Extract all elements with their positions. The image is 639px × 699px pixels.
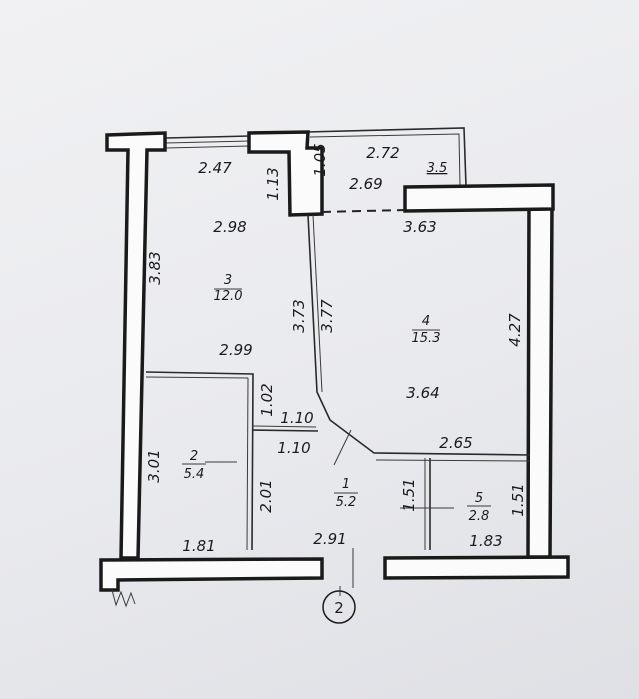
dim-room3-right: 3.73 xyxy=(290,299,308,332)
dim-balcony-depth: 1.05 xyxy=(311,143,329,176)
room-2-area: 5.4 xyxy=(184,467,205,482)
dim-balcony-inner: 2.69 xyxy=(349,175,382,193)
room-4-area: 15.3 xyxy=(412,331,441,346)
dim-room3-bottom: 2.99 xyxy=(219,341,252,359)
dimension-labels: 2.72 2.69 3.5 1.05 1.13 2.47 2.98 2.99 3… xyxy=(145,143,527,555)
dim-room2-bottom: 1.81 xyxy=(182,537,215,555)
dim-room4-right: 4.27 xyxy=(506,313,524,347)
dim-room3-top: 2.47 xyxy=(198,159,232,177)
dim-room4-top: 3.63 xyxy=(403,218,436,236)
dim-bath-left: 1.51 xyxy=(400,478,418,511)
room-5-number: 5 xyxy=(475,491,483,506)
dim-corridor-w2: 1.10 xyxy=(277,439,310,457)
room-3-area: 12.0 xyxy=(214,289,243,304)
dim-room2-right: 2.01 xyxy=(257,479,275,512)
dim-room2-left: 3.01 xyxy=(145,449,163,482)
room-1-area: 5.2 xyxy=(336,495,357,510)
room-2-number: 2 xyxy=(190,449,198,464)
dim-corridor-top-a: 1.02 xyxy=(258,383,276,416)
room-4-number: 4 xyxy=(422,314,430,329)
dim-corridor-w1: 1.10 xyxy=(280,409,313,427)
svg-text:2: 2 xyxy=(334,599,344,617)
dim-bath-right: 1.51 xyxy=(509,483,527,516)
dim-room3-width: 2.98 xyxy=(213,218,246,236)
balcony xyxy=(165,127,467,187)
axis-marker: 2 xyxy=(322,590,356,624)
room-5-area: 2.8 xyxy=(469,509,490,524)
dim-bath-top: 2.65 xyxy=(439,434,472,452)
dim-balcony-right: 3.5 xyxy=(427,161,448,176)
interior-partitions xyxy=(145,209,531,551)
dim-niche-depth: 1.13 xyxy=(264,167,282,200)
room-labels: 3 12.0 4 15.3 2 5.4 1 5.2 5 2.8 xyxy=(182,273,491,524)
dim-room3-left: 3.83 xyxy=(146,251,164,284)
dimension-ticks xyxy=(111,429,454,608)
dim-hall-bottom: 2.91 xyxy=(313,530,346,548)
room-3-number: 3 xyxy=(224,273,232,288)
dim-room4-left: 3.77 xyxy=(318,299,336,333)
dim-bath-bottom: 1.83 xyxy=(469,532,502,550)
room-1-number: 1 xyxy=(342,477,350,492)
dim-balcony-top: 2.72 xyxy=(366,144,399,162)
exterior-walls xyxy=(99,130,570,592)
dim-room4-mid: 3.64 xyxy=(406,384,439,402)
